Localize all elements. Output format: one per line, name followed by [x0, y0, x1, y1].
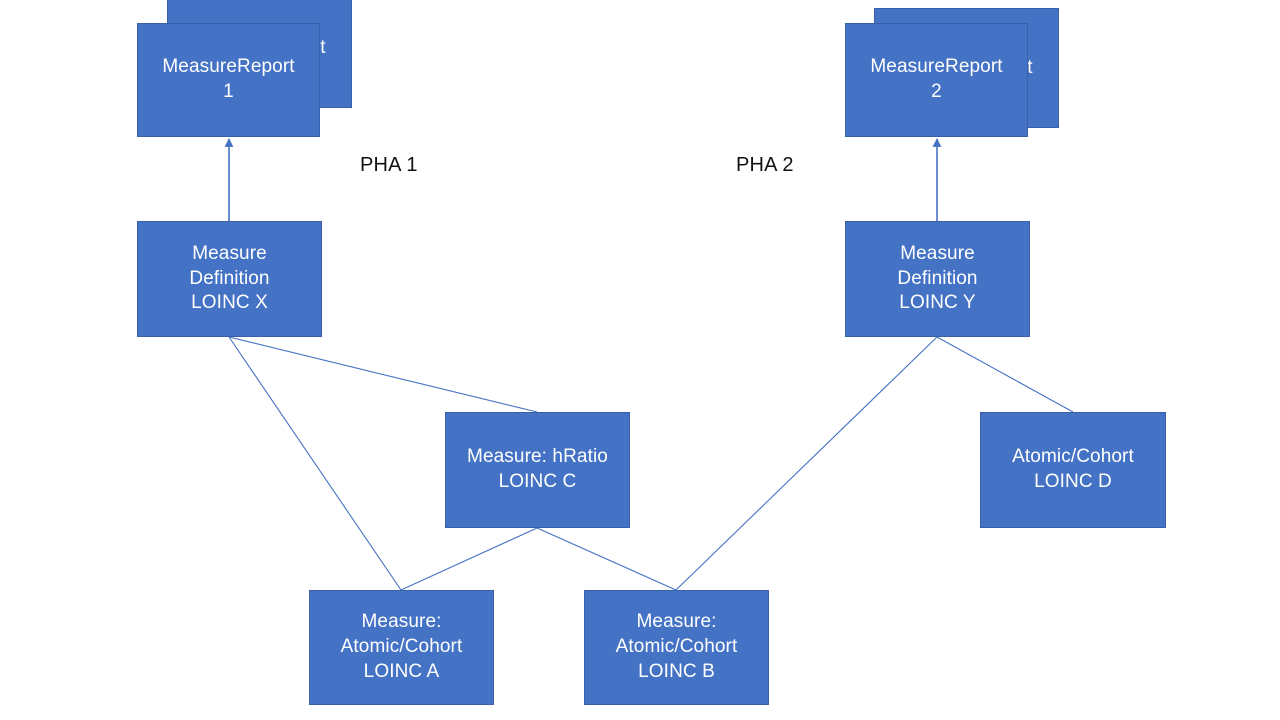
node-label: Measure Definition LOINC X: [189, 242, 270, 314]
node-measure-hratio-c[interactable]: Measure: hRatio LOINC C: [445, 412, 630, 528]
edge-hratio-c-to-loinc-a: [400, 527, 538, 591]
node-measure-atomic-cohort-b[interactable]: Measure: Atomic/Cohort LOINC B: [584, 590, 769, 705]
node-measure-report-2[interactable]: MeasureReport 2: [845, 23, 1028, 137]
node-label: Measure: Atomic/Cohort LOINC A: [340, 611, 463, 682]
node-measure-report-1[interactable]: MeasureReport 1: [137, 23, 320, 137]
label-pha2: PHA 2: [736, 154, 794, 176]
node-label: Measure: hRatio LOINC C: [467, 446, 608, 492]
node-measure-atomic-cohort-a[interactable]: Measure: Atomic/Cohort LOINC A: [309, 590, 494, 705]
node-label: MeasureReport 2: [870, 56, 1003, 102]
node-measure-definition-x[interactable]: Measure Definition LOINC X: [137, 221, 322, 337]
node-atomic-cohort-d[interactable]: Atomic/Cohort LOINC D: [980, 412, 1166, 528]
node-label: Measure: Atomic/Cohort LOINC B: [615, 611, 738, 682]
edge-hratio-c-to-loinc-b: [536, 527, 677, 591]
node-label: Measure Definition LOINC Y: [897, 242, 978, 314]
node-label: MeasureReport 1: [162, 56, 295, 102]
node-measure-definition-y[interactable]: Measure Definition LOINC Y: [845, 221, 1030, 337]
edge-md-x-to-loinc-a: [228, 336, 402, 591]
label-pha1: PHA 1: [360, 154, 418, 176]
edge-md-y-to-loinc-d: [936, 336, 1074, 413]
edge-md-y-to-loinc-b: [675, 336, 938, 591]
edge-md-x-to-hratio-c: [228, 336, 538, 413]
node-label: Atomic/Cohort LOINC D: [1012, 446, 1134, 492]
